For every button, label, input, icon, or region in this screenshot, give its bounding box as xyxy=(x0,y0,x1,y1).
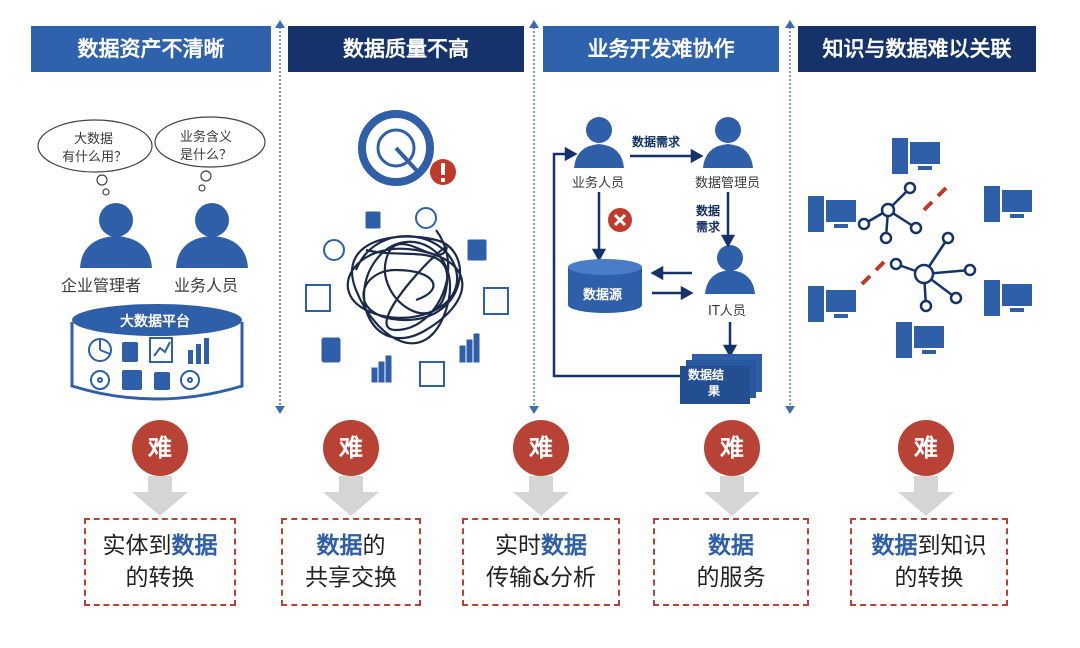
scatter-icons xyxy=(305,207,509,387)
person-icon-manager xyxy=(80,203,152,268)
panel3-graphics xyxy=(552,117,762,404)
divider-2-arrow-down xyxy=(529,406,539,414)
divider-3 xyxy=(789,24,791,412)
difficulty-badge-3: 难 xyxy=(513,420,569,476)
data-source-cylinder xyxy=(568,259,642,313)
person-icon-data-manager xyxy=(703,117,753,168)
outcome-1-line1: 实体到数据 xyxy=(102,533,218,559)
difficulty-badge-5: 难 xyxy=(898,420,954,476)
tangled-data-icon xyxy=(346,229,464,345)
platform-disc-icon xyxy=(90,370,110,390)
panel1-graphics xyxy=(37,116,266,401)
divider-1-arrow-up xyxy=(275,20,285,28)
divider-2-arrow-up xyxy=(529,20,539,28)
outcome-3-line2: 传输&分析 xyxy=(486,565,596,591)
platform-bars-icon xyxy=(188,338,209,364)
label-demand-side-2: 需求 xyxy=(696,220,721,234)
label-it-person: IT人员 xyxy=(708,304,746,319)
network-nodes-icon xyxy=(857,181,977,313)
platform-disc2-icon xyxy=(180,370,200,390)
bubble1-line1: 大数据 xyxy=(74,132,114,147)
platform-tablet2-icon xyxy=(154,372,170,390)
arrows-source-it xyxy=(650,265,694,301)
arrow-demand-top xyxy=(630,148,704,164)
header-data-assets: 数据资产不清晰 xyxy=(31,26,271,72)
outcome-5-line1: 数据到知识 xyxy=(871,533,987,559)
person-icon-business-user xyxy=(574,117,624,168)
label-business-person: 业务人员 xyxy=(572,176,625,191)
header-data-quality: 数据质量不高 xyxy=(288,26,524,72)
feedback-loop xyxy=(552,146,680,378)
outcome-4-line1: 数据 xyxy=(708,533,754,559)
bubble2-line1: 业务含义 xyxy=(180,130,233,145)
data-result-doc xyxy=(680,354,762,404)
broken-link-icons xyxy=(860,186,948,286)
down-arrow-2 xyxy=(323,476,379,516)
warning-icon xyxy=(430,159,456,185)
down-arrow-4 xyxy=(704,476,760,516)
platform-pie-icon xyxy=(88,338,112,362)
down-arrow-1 xyxy=(132,476,188,516)
person-label-manager: 企业管理者 xyxy=(61,276,142,295)
header-knowledge: 知识与数据难以关联 xyxy=(798,26,1036,72)
platform-tablet-icon xyxy=(122,342,138,362)
outcome-5-line2: 的转换 xyxy=(894,565,964,591)
difficulty-badge-2: 难 xyxy=(323,420,379,476)
down-arrow-3 xyxy=(513,476,569,516)
difficulty-badge-4: 难 xyxy=(704,420,760,476)
outcome-3-line1: 实时数据 xyxy=(495,533,587,559)
server-icons xyxy=(808,138,1032,358)
platform-chart-icon xyxy=(149,337,173,363)
person-icon-it xyxy=(705,245,755,294)
label-demand-side-1: 数据 xyxy=(696,204,721,218)
label-demand-top: 数据需求 xyxy=(632,135,681,149)
divider-2 xyxy=(533,24,535,412)
outcome-box-1: 实体到数据 的转换 xyxy=(84,518,236,606)
divider-1 xyxy=(279,24,281,412)
divider-3-arrow-up xyxy=(785,20,795,28)
panel2-graphics xyxy=(305,110,509,387)
platform-label: 大数据平台 xyxy=(120,314,190,330)
thought-bubble-2 xyxy=(154,116,266,192)
arrow-manager-to-it xyxy=(720,192,736,248)
divider-3-arrow-down xyxy=(785,406,795,414)
outcome-box-2: 数据的 共享交换 xyxy=(281,518,421,606)
bubble2-line2: 是什么？ xyxy=(180,148,233,163)
down-arrow-5 xyxy=(898,476,954,516)
outcome-4-line2: 的服务 xyxy=(696,565,766,591)
label-data-source: 数据源 xyxy=(583,288,623,303)
header-collaboration: 业务开发难协作 xyxy=(543,26,779,72)
label-data-manager: 数据管理员 xyxy=(695,176,761,191)
arrow-business-to-source xyxy=(591,192,607,262)
outcome-1-line2: 的转换 xyxy=(125,565,195,591)
bubble1-line2: 有什么用？ xyxy=(62,150,128,165)
outcome-box-5: 数据到知识 的转换 xyxy=(850,518,1008,606)
panel4-graphics xyxy=(808,138,1032,358)
arrow-it-to-result xyxy=(722,322,738,358)
outcome-box-3: 实时数据 传输&分析 xyxy=(462,518,620,606)
outcome-box-4: 数据 的服务 xyxy=(653,518,809,606)
blocked-icon xyxy=(608,208,632,232)
person-label-business: 业务人员 xyxy=(174,276,239,295)
radar-icon xyxy=(358,110,434,186)
outcome-2-line2: 共享交换 xyxy=(305,565,397,591)
label-result-line1: 数据结 xyxy=(688,368,725,382)
label-result-line2: 果 xyxy=(708,384,721,398)
person-icon-business xyxy=(176,203,248,268)
outcome-2-line1: 数据的 xyxy=(316,533,386,559)
platform-save-icon xyxy=(122,370,142,390)
thought-bubble-1 xyxy=(37,119,153,196)
divider-1-arrow-down xyxy=(275,406,285,414)
difficulty-badge-1: 难 xyxy=(132,420,188,476)
